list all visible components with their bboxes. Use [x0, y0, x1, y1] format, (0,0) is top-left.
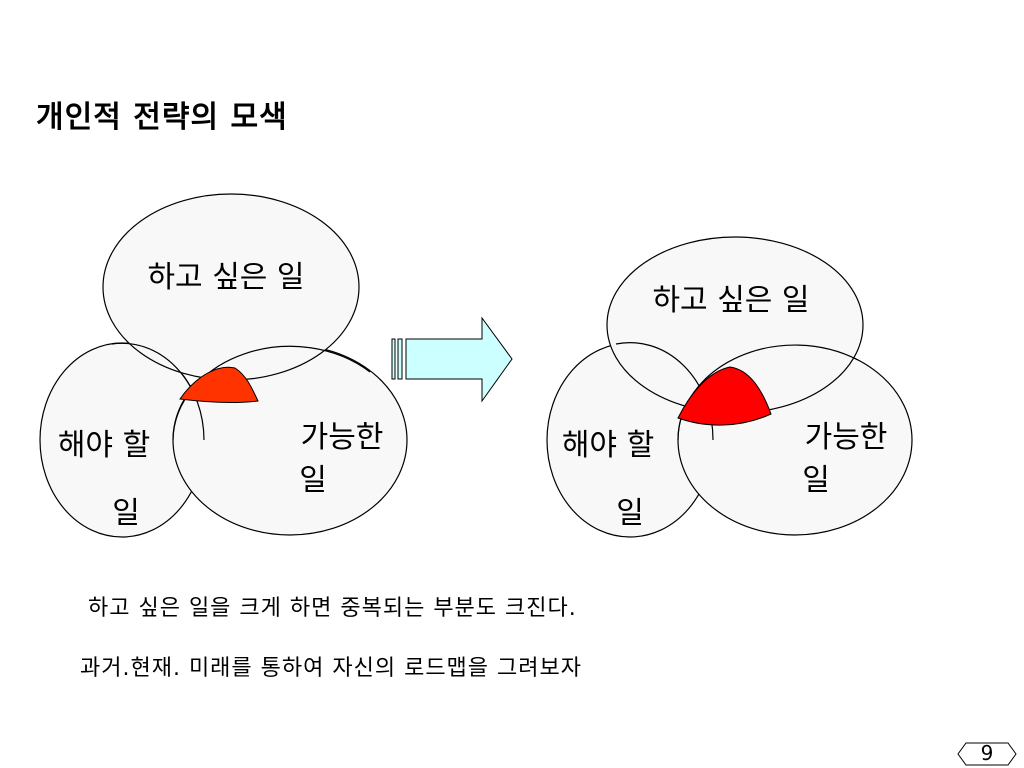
- note-line-2: 과거.현재. 미래를 통하여 자신의 로드맵을 그려보자: [80, 656, 582, 681]
- overlap-region-after: [677, 366, 772, 426]
- overlap-region-before: [179, 366, 259, 403]
- must-label-after-line2: 일: [616, 496, 644, 531]
- want-label-after: 하고 싶은 일: [652, 283, 809, 318]
- note-line-1: 하고 싶은 일을 크게 하면 중복되는 부분도 크진다.: [88, 596, 577, 621]
- can-label-before-line1: 가능한: [301, 420, 384, 455]
- arrow-bar-1: [391, 338, 396, 380]
- venn-before: 하고 싶은 일 해야 할 일 가능한 일: [39, 193, 408, 538]
- page-number-badge: 9: [956, 740, 1018, 768]
- must-label-before-line2: 일: [112, 496, 140, 531]
- must-label-after-line1: 해야 할: [562, 428, 654, 463]
- must-label-before-line1: 해야 할: [58, 428, 150, 463]
- page-title: 개인적 전략의 모색: [36, 100, 288, 135]
- page-number: 9: [980, 741, 994, 765]
- arrow-head: [405, 316, 513, 403]
- arrow-bar-2: [397, 338, 403, 380]
- page-number-frame: [957, 742, 1017, 766]
- venn-after: 하고 싶은 일 해야 할 일 가능한 일: [546, 236, 913, 538]
- transition-arrow: [391, 316, 513, 403]
- can-label-after-line2: 일: [802, 463, 830, 498]
- want-label-before: 하고 싶은 일: [147, 260, 304, 295]
- can-label-after-line1: 가능한: [805, 420, 888, 455]
- can-label-before-line2: 일: [299, 463, 327, 498]
